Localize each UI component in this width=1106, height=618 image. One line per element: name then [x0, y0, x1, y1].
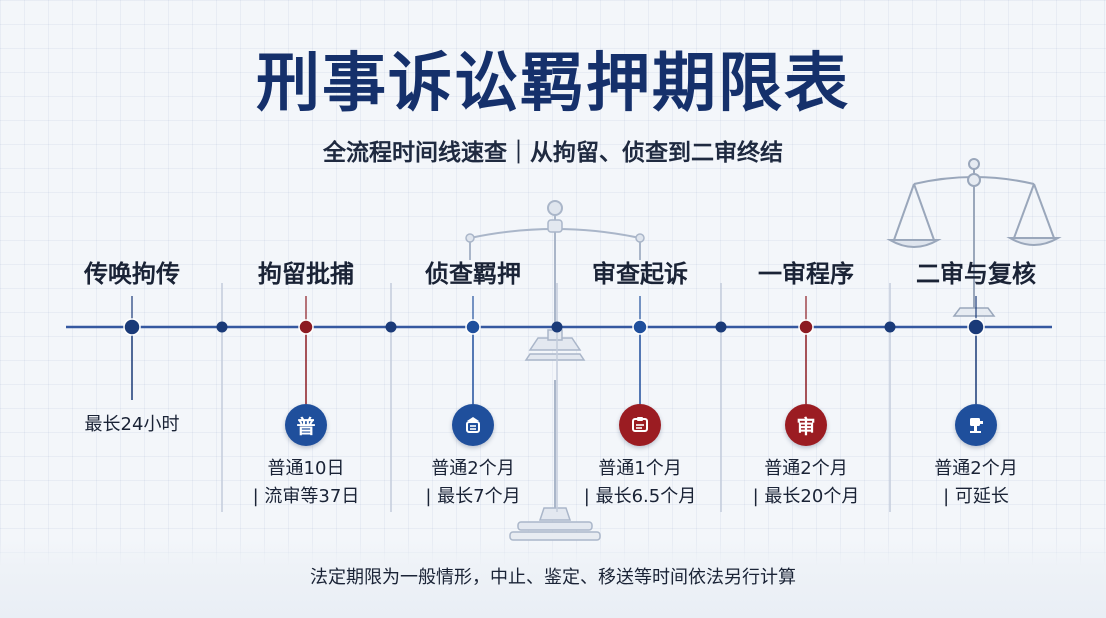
stage-node [798, 319, 814, 335]
stage-duration-line: | 最长7个月 [425, 486, 521, 507]
seal-icon: 普 [285, 404, 327, 446]
timeline-joint [551, 321, 563, 333]
footer-note: 法定期限为一般情形，中止、鉴定、移送等时间依法另行计算 [310, 567, 796, 588]
scales-of-justice-corner-icon [886, 158, 1062, 317]
stage-duration-line: | 流审等37日 [252, 486, 360, 507]
stage-title: 审查起诉 [592, 259, 688, 288]
stage-duration: 普通1个月 | 最长6.5个月 [560, 455, 720, 511]
stage-node [298, 319, 314, 335]
stage-duration-line: | 可延长 [943, 486, 1009, 507]
stage-duration: 最长24小时 [52, 411, 212, 439]
scales-of-justice-icon [465, 200, 645, 541]
document-icon [619, 404, 661, 446]
page-subtitle: 全流程时间线速查｜从拘留、侦查到二审终结 [323, 140, 783, 166]
stage-duration-line: 普通1个月 [598, 458, 682, 479]
stage-title: 二审与复核 [916, 259, 1036, 288]
stage-title: 拘留批捕 [258, 259, 354, 288]
page-title: 刑事诉讼羁押期限表 [256, 46, 850, 121]
stage-node [632, 319, 648, 335]
timeline [66, 283, 1052, 512]
stage-duration: 普通2个月 | 可延长 [896, 455, 1056, 511]
stage-node [465, 319, 481, 335]
stage-duration-line: 普通2个月 [934, 458, 1018, 479]
gavel-icon [955, 404, 997, 446]
stage-title: 一审程序 [758, 259, 854, 288]
stage-node [123, 318, 141, 336]
officer-icon [452, 404, 494, 446]
stage-duration-line: 普通2个月 [431, 458, 515, 479]
stage-node [967, 318, 985, 336]
stage-duration-line: 普通10日 [267, 458, 345, 479]
timeline-joint [385, 321, 397, 333]
timeline-joint [884, 321, 896, 333]
stage-duration: 普通2个月 | 最长20个月 [726, 455, 886, 511]
trial-icon: 审 [785, 404, 827, 446]
stage-duration-line: 最长24小时 [84, 414, 180, 435]
stage-title: 侦查羁押 [425, 259, 521, 288]
stage-duration: 普通2个月 | 最长7个月 [393, 455, 553, 511]
stage-duration-line: | 最长20个月 [752, 486, 860, 507]
footer-band [0, 540, 1106, 618]
stage-duration-line: | 最长6.5个月 [583, 486, 697, 507]
stage-duration: 普通10日 | 流审等37日 [226, 455, 386, 511]
stage-title: 传唤拘传 [84, 259, 180, 288]
stage-duration-line: 普通2个月 [764, 458, 848, 479]
timeline-joint [216, 321, 228, 333]
timeline-joint [715, 321, 727, 333]
